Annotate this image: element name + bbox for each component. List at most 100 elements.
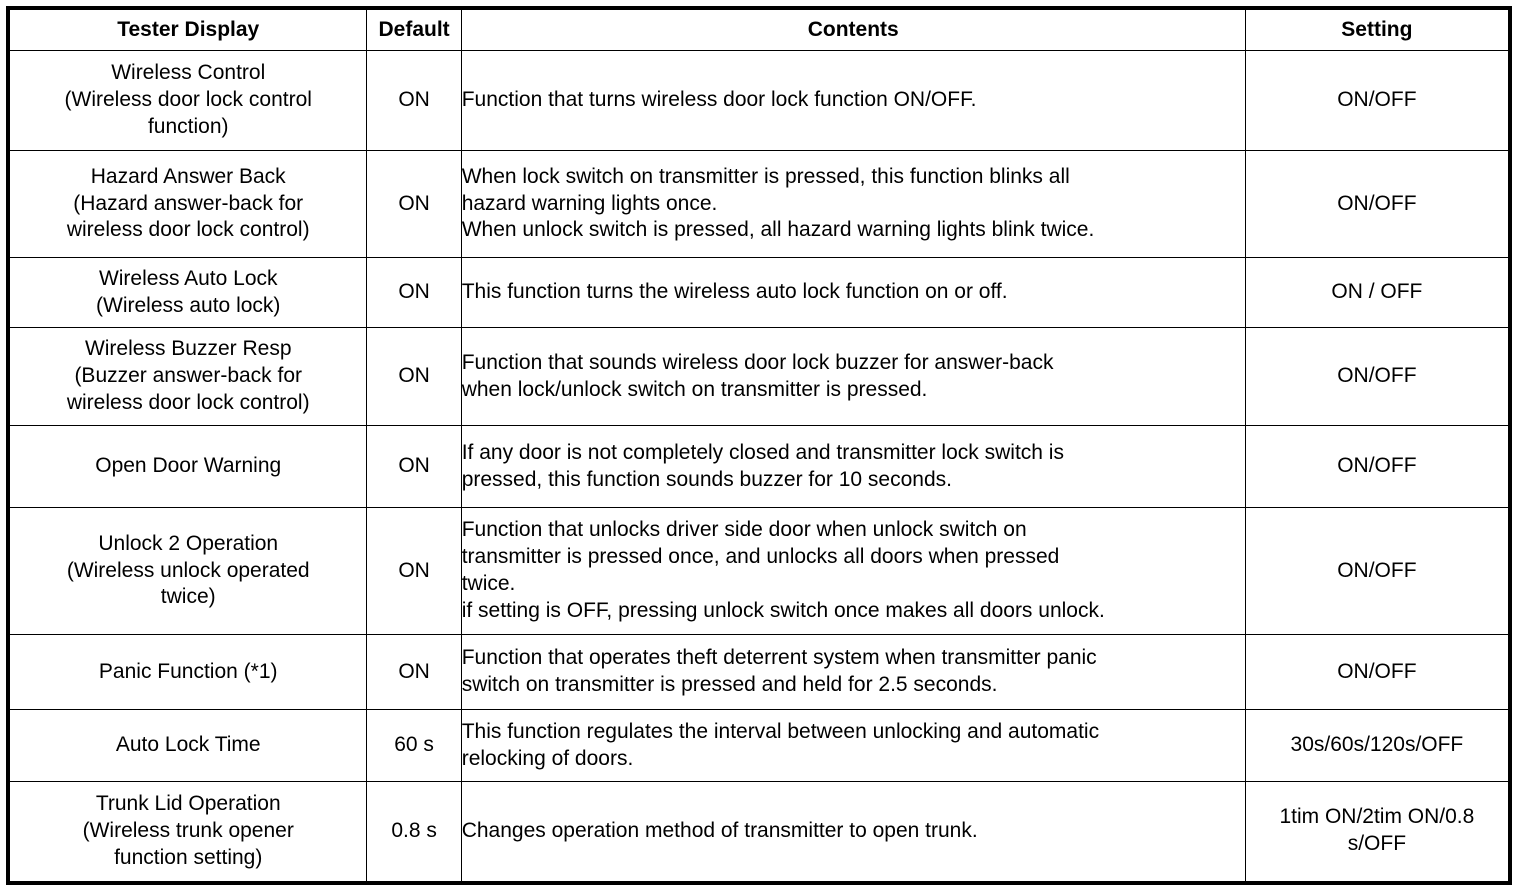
- cell-default-value: ON: [366, 425, 462, 508]
- cell-default-value-line: ON: [398, 364, 430, 388]
- cell-setting-line: ON/OFF: [1337, 88, 1417, 112]
- cell-contents: Function that operates theft deterrent s…: [460, 634, 1246, 710]
- table-row: Trunk Lid Operation (Wireless trunk opene…: [7, 781, 1511, 883]
- cell-setting-line: ON/OFF: [1337, 558, 1417, 582]
- cell-contents-line: Changes operation method of transmitter …: [461, 818, 978, 842]
- cell-contents: Changes operation method of transmitter …: [460, 781, 1246, 883]
- cell-setting: ON/OFF: [1244, 150, 1511, 258]
- cell-tester-display-line: Unlock 2 Operation: [98, 531, 279, 555]
- cell-contents-line: When lock switch on transmitter is press…: [461, 164, 1070, 188]
- cell-tester-display: Auto Lock Time: [7, 709, 368, 782]
- cell-tester-display-line: twice): [160, 585, 216, 609]
- cell-contents-line: when lock/unlock switch on transmitter i…: [461, 377, 928, 401]
- cell-setting-line: ON/OFF: [1337, 364, 1417, 388]
- cell-contents-line: If any door is not completely closed and…: [461, 440, 1064, 464]
- cell-contents: This function regulates the interval bet…: [460, 709, 1246, 782]
- cell-setting-line: s/OFF: [1347, 832, 1407, 856]
- cell-setting-line: ON/OFF: [1337, 191, 1417, 215]
- cell-tester-display-line: function): [147, 114, 229, 138]
- table-row: Panic Function (*1) ON Function that opera…: [7, 634, 1511, 710]
- cell-tester-display-line: (Buzzer answer-back for: [74, 364, 303, 388]
- cell-contents-line: transmitter is pressed once, and unlocks…: [461, 545, 1060, 569]
- cell-tester-display-line: Wireless Auto Lock: [98, 266, 278, 290]
- cell-default-value: ON: [366, 257, 462, 328]
- table-row: Wireless Auto Lock (Wireless auto lock) ON…: [7, 257, 1511, 328]
- cell-tester-display-line: wireless door lock control): [66, 390, 310, 414]
- cell-setting: ON/OFF: [1244, 327, 1511, 426]
- cell-tester-display: Hazard Answer Back (Hazard answer-back fo…: [7, 150, 368, 258]
- cell-contents-line: switch on transmitter is pressed and hel…: [461, 673, 998, 696]
- cell-tester-display-line: Auto Lock Time: [115, 733, 261, 757]
- cell-default-value-line: ON: [398, 558, 430, 582]
- cell-tester-display-line: Open Door Warning: [95, 454, 282, 478]
- cell-tester-display-line: wireless door lock control): [66, 218, 310, 242]
- cell-contents-line: twice.: [461, 572, 516, 595]
- cell-tester-display-line: Panic Function (*1): [98, 659, 278, 683]
- cell-setting: ON/OFF: [1244, 507, 1511, 635]
- cell-contents: Function that unlocks driver side door w…: [460, 507, 1246, 635]
- cell-contents-line: Function that operates theft deterrent s…: [461, 646, 1097, 670]
- cell-contents-line: hazard warning lights once.: [461, 191, 718, 215]
- table-row: Auto Lock Time 60 s This function regulate…: [7, 709, 1511, 782]
- cell-tester-display: Panic Function (*1): [7, 634, 368, 710]
- cell-contents-line: This function regulates the interval bet…: [461, 719, 1100, 743]
- cell-tester-display: Open Door Warning: [7, 425, 368, 508]
- cell-tester-display: Unlock 2 Operation (Wireless unlock opera…: [7, 507, 368, 635]
- cell-default-value-line: 60 s: [394, 733, 434, 757]
- cell-contents-line: Function that turns wireless door lock f…: [461, 88, 977, 112]
- column-header-default: Default: [366, 7, 462, 51]
- cell-tester-display-line: Hazard Answer Back: [90, 164, 286, 188]
- cell-tester-display-line: (Wireless trunk opener: [82, 818, 294, 842]
- column-header-setting: Setting: [1244, 7, 1511, 51]
- cell-tester-display: Trunk Lid Operation (Wireless trunk opene…: [7, 781, 368, 883]
- cell-default-value-line: ON: [398, 280, 430, 304]
- cell-contents-line: Function that unlocks driver side door w…: [461, 518, 1027, 542]
- cell-default-value: ON: [366, 634, 462, 710]
- cell-tester-display: Wireless Buzzer Resp(Buzzer answer-back …: [7, 327, 368, 426]
- table-row: Wireless Buzzer Resp(Buzzer answer-back …: [7, 327, 1511, 426]
- cell-default-value: ON: [366, 327, 462, 426]
- cell-setting: ON/OFF: [1244, 425, 1511, 508]
- cell-default-value: 0.8 s: [366, 781, 462, 883]
- cell-setting: 30s/60s/120s/OFF: [1244, 709, 1511, 782]
- cell-default-value-line: ON: [398, 191, 430, 215]
- cell-tester-display: Wireless Auto Lock (Wireless auto lock): [7, 257, 368, 328]
- cell-default-value-line: ON: [398, 88, 430, 112]
- table-body: Wireless Control (Wireless door lock cont…: [7, 50, 1511, 883]
- cell-setting: ON/OFF: [1244, 634, 1511, 710]
- cell-setting-line: ON/OFF: [1337, 659, 1417, 683]
- table-row: Hazard Answer Back (Hazard answer-back fo…: [7, 150, 1511, 258]
- cell-contents: Function that turns wireless door lock f…: [460, 50, 1246, 151]
- cell-contents-line: This function turns the wireless auto lo…: [461, 280, 1008, 304]
- cell-tester-display-line: Trunk Lid Operation: [95, 791, 281, 815]
- cell-tester-display-line: (Wireless auto lock): [96, 293, 281, 317]
- cell-default-value-line: ON: [398, 454, 430, 478]
- cell-tester-display-line: (Wireless door lock control: [64, 88, 312, 112]
- cell-tester-display-line: function setting): [114, 845, 263, 869]
- cell-tester-display: Wireless Control (Wireless door lock cont…: [7, 50, 368, 151]
- cell-contents-line: relocking of doors.: [461, 746, 634, 770]
- cell-contents-line: When unlock switch is pressed, all hazar…: [461, 218, 1095, 242]
- table-row: Unlock 2 Operation (Wireless unlock opera…: [7, 507, 1511, 635]
- cell-setting-line: 30s/60s/120s/OFF: [1290, 733, 1464, 757]
- cell-tester-display-line: (Wireless unlock operated: [66, 558, 310, 582]
- cell-contents: This function turns the wireless auto lo…: [460, 257, 1246, 328]
- cell-contents-line: Function that sounds wireless door lock …: [461, 350, 1054, 374]
- cell-default-value-line: 0.8 s: [391, 818, 437, 842]
- table-row: Open Door Warning ON If any door is not co…: [7, 425, 1511, 508]
- cell-contents: When lock switch on transmitter is press…: [460, 150, 1246, 258]
- table-header-row: Tester Display Default Contents Setting: [7, 7, 1511, 51]
- cell-default-value: ON: [366, 150, 462, 258]
- column-header-contents: Contents: [460, 7, 1246, 51]
- table-row: Wireless Control (Wireless door lock cont…: [7, 50, 1511, 151]
- cell-default-value: ON: [366, 507, 462, 635]
- cell-setting: ON / OFF: [1244, 257, 1511, 328]
- cell-default-value-line: ON: [398, 659, 430, 683]
- cell-contents: Function that sounds wireless door lock …: [460, 327, 1246, 426]
- table-header: Tester Display Default Contents Setting: [7, 7, 1511, 51]
- cell-contents-line: pressed, this function sounds buzzer for…: [461, 467, 952, 491]
- cell-tester-display-line: (Hazard answer-back for: [73, 191, 304, 215]
- cell-tester-display-line: Wireless Control: [111, 61, 266, 85]
- cell-default-value: 60 s: [366, 709, 462, 782]
